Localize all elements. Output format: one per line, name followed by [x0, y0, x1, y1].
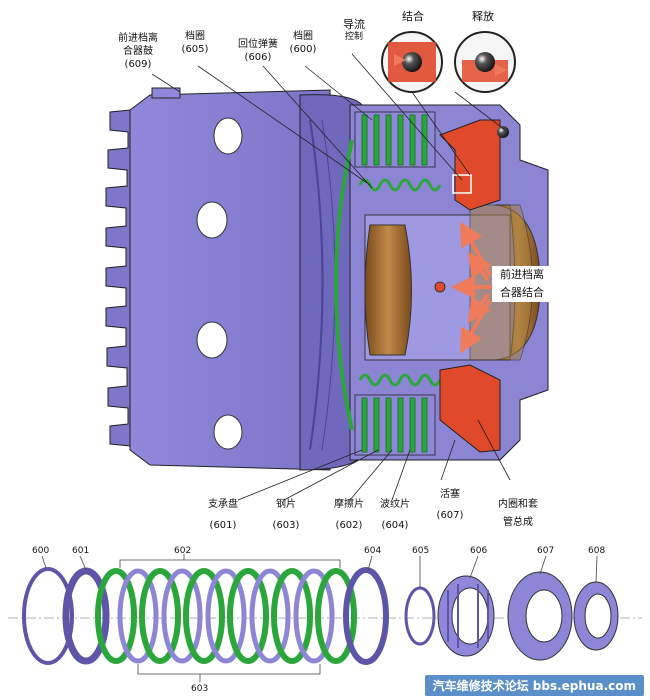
label-friction-plate: 摩擦片 (602) [326, 498, 372, 532]
watermark: 汽车维修技术论坛 bbs.ephua.com [424, 675, 644, 696]
apply-flow-arrows [451, 221, 492, 354]
part-608-inner-seal [573, 581, 619, 651]
clutch-pack-bottom [354, 364, 501, 456]
snap-ring-605-num: (605) [181, 44, 209, 55]
label-steel-plate: 钢片 (603) [266, 498, 306, 532]
part-605-snap-ring [404, 586, 436, 646]
drum-name: 前进档离 合器鼓 [118, 33, 158, 57]
part-607-piston [507, 571, 573, 661]
num-606: 606 [470, 546, 488, 556]
num-602: 602 [174, 546, 192, 556]
wave-plate-num: (604) [381, 520, 409, 531]
label-forward-clutch-drum: 前进档离 合器鼓 (609) [108, 32, 168, 71]
label-snap-ring-600: 档圈 (600) [283, 30, 323, 56]
label-apply: 结合 [402, 10, 424, 23]
backing-plate-arc [334, 139, 354, 431]
part-601-backing-plate [62, 567, 110, 665]
num-600: 600 [32, 546, 50, 556]
part-606-return-spring [437, 575, 495, 657]
label-forward-clutch-apply: 前进档离 合器结合 [492, 266, 552, 302]
leader-lines [151, 53, 511, 501]
flow-control-sub: 控制 [344, 32, 363, 42]
apply-detail [381, 31, 443, 93]
num-601: 601 [72, 546, 90, 556]
label-release: 释放 [472, 10, 494, 23]
label-return-spring: 回位弹簧 (606) [228, 38, 288, 64]
wave-plate-name: 波纹片 [380, 499, 410, 510]
drum-num: (609) [124, 59, 152, 70]
label-backing-plate: 支承盘 (601) [198, 498, 248, 532]
label-inner-seal-assembly: 内圈和套 管总成 [498, 499, 538, 528]
backing-plate-num: (601) [209, 520, 237, 531]
num-608: 608 [588, 546, 606, 556]
part-600-snap-ring [22, 567, 74, 665]
steel-plate-name: 钢片 [276, 499, 296, 510]
snap-ring-600-num: (600) [289, 44, 317, 55]
snap-ring-600-name: 档圈 [293, 31, 313, 42]
num-603: 603 [191, 684, 209, 694]
label-snap-ring-605: 档圈 (605) [175, 30, 215, 56]
part-602-603-plates [95, 568, 357, 664]
label-wave-plate: 波纹片 (604) [372, 498, 418, 532]
check-ball-icon [497, 126, 509, 138]
part-604-wave-plate [343, 567, 389, 665]
forward-clutch-drum [105, 87, 366, 471]
num-605: 605 [412, 546, 430, 556]
backing-plate-name: 支承盘 [208, 499, 238, 510]
friction-plate-num: (602) [335, 520, 363, 531]
snap-ring-605-name: 档圈 [185, 31, 205, 42]
release-detail [454, 31, 516, 93]
steel-plate-num: (603) [272, 520, 300, 531]
friction-plate-name: 摩擦片 [334, 499, 364, 510]
num-607: 607 [537, 546, 555, 556]
piston-num: (607) [436, 510, 464, 521]
return-spring-name: 回位弹簧 [238, 39, 278, 50]
exploded-view [8, 554, 642, 682]
clutch-pack-top [354, 111, 501, 211]
num-604: 604 [364, 546, 382, 556]
label-piston: 活塞 (607) [430, 488, 470, 522]
piston-name: 活塞 [440, 489, 460, 500]
label-flow-control: 导流 控制 [334, 18, 374, 44]
return-spring-num: (606) [244, 52, 272, 63]
flow-control-name: 导流 [343, 18, 365, 31]
